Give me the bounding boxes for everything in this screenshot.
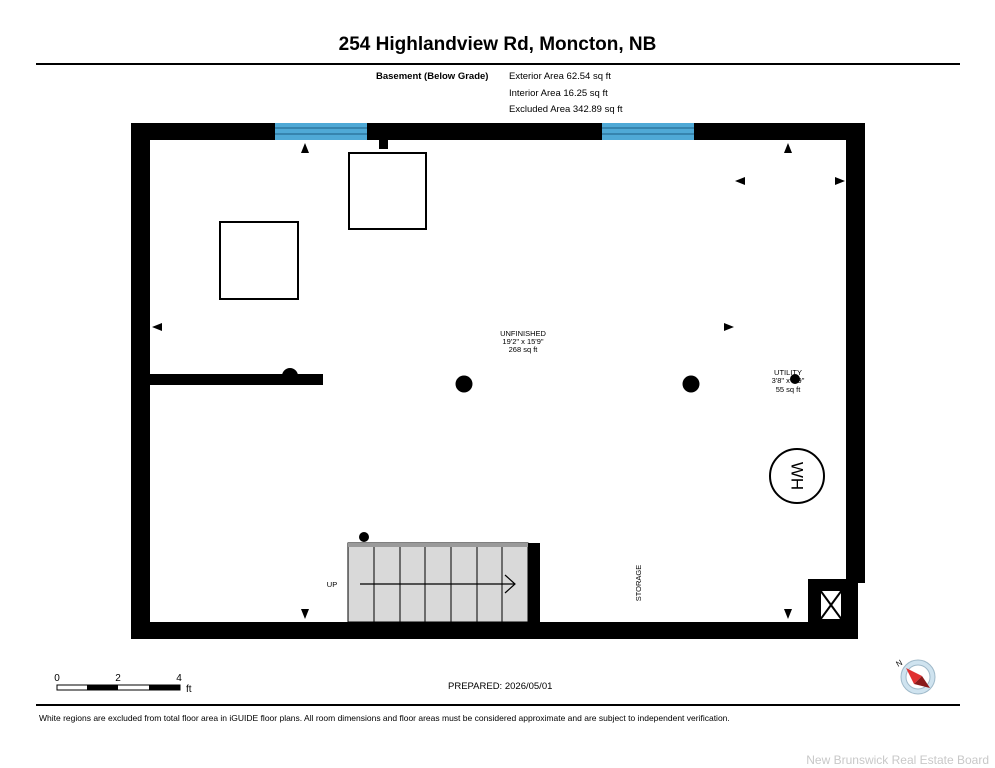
wall-left bbox=[131, 123, 150, 639]
wall-top bbox=[131, 123, 865, 140]
exterior-area: Exterior Area 62.54 sq ft bbox=[509, 71, 611, 82]
arrow-up-1 bbox=[301, 143, 309, 153]
room-utility-name: UTILITY bbox=[774, 368, 802, 377]
footer-divider bbox=[36, 704, 960, 706]
svg-text:N: N bbox=[895, 658, 905, 669]
water-heater-label: WH bbox=[788, 462, 807, 490]
window-right bbox=[602, 123, 694, 140]
fixture-box-left bbox=[219, 221, 299, 300]
fixture-box-top bbox=[348, 152, 427, 230]
compass-icon: N bbox=[895, 658, 936, 695]
partition-wall bbox=[150, 374, 323, 385]
wall-bottom bbox=[131, 622, 858, 639]
windows bbox=[275, 123, 694, 140]
room-utility-dims: 3'8" x 3'9" bbox=[772, 376, 805, 385]
scale-tick-2: 2 bbox=[115, 673, 121, 684]
room-unfinished-area: 268 sq ft bbox=[509, 345, 539, 354]
post-5 bbox=[359, 532, 369, 542]
arrow-right-2 bbox=[724, 323, 734, 331]
room-storage-name: STORAGE bbox=[634, 565, 643, 602]
scale-tick-4: 4 bbox=[176, 673, 182, 684]
arrow-down-1 bbox=[301, 609, 309, 619]
wall-right-upper bbox=[846, 123, 865, 583]
title-divider bbox=[36, 63, 960, 65]
interior-area: Interior Area 16.25 sq ft bbox=[509, 88, 608, 99]
scale-unit: ft bbox=[186, 684, 192, 695]
arrow-up-2 bbox=[784, 143, 792, 153]
stairs bbox=[347, 542, 540, 623]
watermark-text: New Brunswick Real Estate Board bbox=[806, 753, 989, 767]
page-title: 254 Highlandview Rd, Moncton, NB bbox=[338, 34, 657, 55]
stairs-up-label: UP bbox=[327, 580, 337, 589]
utility-chase-x bbox=[819, 589, 843, 621]
arrow-left-1 bbox=[152, 323, 162, 331]
window-left bbox=[275, 123, 367, 140]
post-4 bbox=[790, 374, 800, 384]
disclaimer-text: White regions are excluded from total fl… bbox=[39, 713, 730, 723]
room-utility-area: 55 sq ft bbox=[776, 385, 802, 394]
post-1 bbox=[282, 368, 298, 384]
vent-block bbox=[379, 140, 388, 149]
stair-direction-arrow bbox=[504, 574, 516, 594]
arrow-right-1 bbox=[835, 177, 845, 185]
excluded-area: Excluded Area 342.89 sq ft bbox=[509, 104, 623, 115]
arrow-left-2 bbox=[735, 177, 745, 185]
post-3 bbox=[682, 375, 700, 393]
post-2 bbox=[455, 375, 473, 393]
level-name: Basement (Below Grade) bbox=[376, 71, 489, 82]
room-unfinished-dims: 19'2" x 15'9" bbox=[502, 337, 543, 346]
arrow-down-2 bbox=[784, 609, 792, 619]
scale-tick-0: 0 bbox=[54, 673, 60, 684]
room-unfinished-name: UNFINISHED bbox=[500, 329, 546, 338]
water-heater bbox=[769, 448, 825, 504]
prepared-date: PREPARED: 2026/05/01 bbox=[448, 681, 553, 692]
stair-wall bbox=[528, 543, 540, 622]
measure-arrows bbox=[152, 143, 845, 619]
scale-bar: 0 2 4 ft bbox=[54, 673, 192, 695]
